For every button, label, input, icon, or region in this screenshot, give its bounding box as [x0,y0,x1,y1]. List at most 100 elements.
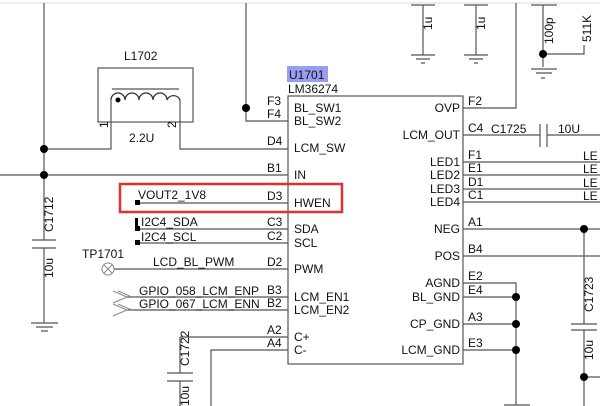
pin-name: OVP [435,101,460,115]
c1723-ref: C1723 [582,276,596,312]
c1722-wires [167,336,288,406]
chip-ref: U1701 [289,68,325,82]
pin-number: D1 [468,175,484,189]
pin-name: IN [294,168,306,182]
port-marker [135,218,138,226]
net-en1: GPIO_058_LCM_ENP [139,284,259,298]
net-en2: GPIO_067_LCM_ENN [139,297,260,311]
c1712-value: 10u [42,258,56,278]
cap-top3-value: 100p [542,17,556,44]
inductor-value: 2.2U [129,131,154,145]
pin-number: C2 [267,229,283,243]
net-sda: I2C4_SDA [141,215,198,229]
highlight-box [118,182,344,214]
net-pwm: LCD_BL_PWM [153,255,234,269]
pin-name: BL_GND [412,290,460,304]
resistor-value: 511K [580,15,594,42]
c1712-plates [32,239,56,249]
wire-left [0,3,288,323]
c1722-ref: C1722 [178,330,192,366]
c1712-ref: C1712 [42,196,56,232]
pin-name: CP_GND [410,317,460,331]
pin-number: B3 [267,283,282,297]
pin-number: A1 [468,215,483,229]
pin-name: SCL [294,236,318,250]
pin-number: F2 [468,94,482,108]
pin-name: HWEN [294,196,331,210]
pin-number: E2 [468,269,483,283]
pin-number: E3 [468,336,483,350]
led-net: LE [583,176,598,190]
chip-part: LM36274 [288,82,338,96]
top-caps [411,4,585,79]
inductor-ref: L1702 [124,49,158,63]
led-net: LE [583,189,598,203]
pin-number: B1 [267,161,282,175]
right-wires [463,3,600,406]
inductor-pin1: 1 [97,121,111,128]
pin-number: C4 [468,121,484,135]
pin-name: NEG [434,222,460,236]
pin-name: POS [435,249,460,263]
cap-top1-value: 1u [421,17,435,30]
pin-name: BL_SW1 [294,101,342,115]
pin-number: C1 [468,188,484,202]
net-hwen: VOUT2_1V8 [138,188,206,202]
pin-name: LED4 [430,195,460,209]
c1723-value: 10u [582,340,596,360]
pin-number: E4 [468,283,483,297]
c1725-ref: C1725 [491,122,527,136]
junction-dot [512,346,520,354]
pin-name: LCM_OUT [403,128,461,142]
port-marker [135,240,140,245]
junction-dot [512,293,520,301]
testpoint-ref: TP1701 [82,247,124,261]
pin-number: F1 [468,148,482,162]
polarity-dot [115,97,121,103]
pin-name: LCM_EN2 [294,303,350,317]
pin-name: BL_SW2 [294,114,342,128]
pin-name: LCM_GND [401,343,460,357]
pin-number: D3 [267,189,283,203]
pin-name: LED3 [430,182,460,196]
cap-top2-value: 1u [474,17,488,30]
pin-number: A2 [267,323,282,337]
chip-body [287,95,464,365]
led-net: LE [583,162,598,176]
net-wires [114,202,288,311]
ground-icon [31,322,58,332]
pin-name: AGND [425,276,460,290]
port-marker [135,226,140,231]
pin-number: B2 [267,296,282,310]
junction-dot [40,171,48,179]
testpoint-cross [103,264,113,274]
junction-dot [580,373,588,381]
junction-dot [512,320,520,328]
junction-dot [242,104,250,112]
pin-name: PWM [294,262,323,276]
pin-name: C- [294,343,307,357]
pin-name: SDA [294,222,319,236]
pin-number: F3 [267,94,281,108]
pin-number: D4 [267,134,283,148]
net-scl: I2C4_SCL [141,230,197,244]
inductor-box [97,67,194,123]
offpage-arrow-icon [112,290,133,317]
inductor-coil-icon [110,92,181,101]
junction-dot [539,50,547,58]
pin-name: LED2 [430,168,460,182]
pin-name: LCM_SW [294,141,346,155]
pin-name: LCM_EN1 [294,290,350,304]
c1722-value: 10u [178,386,192,406]
pin-name: LED1 [430,155,460,169]
pin-number: C3 [267,215,283,229]
junction-dot [580,225,588,233]
wire-blsw [245,3,288,122]
pin-number: A4 [267,336,282,350]
c1725-value: 10U [558,122,580,136]
inductor-pin2: 2 [165,121,179,128]
